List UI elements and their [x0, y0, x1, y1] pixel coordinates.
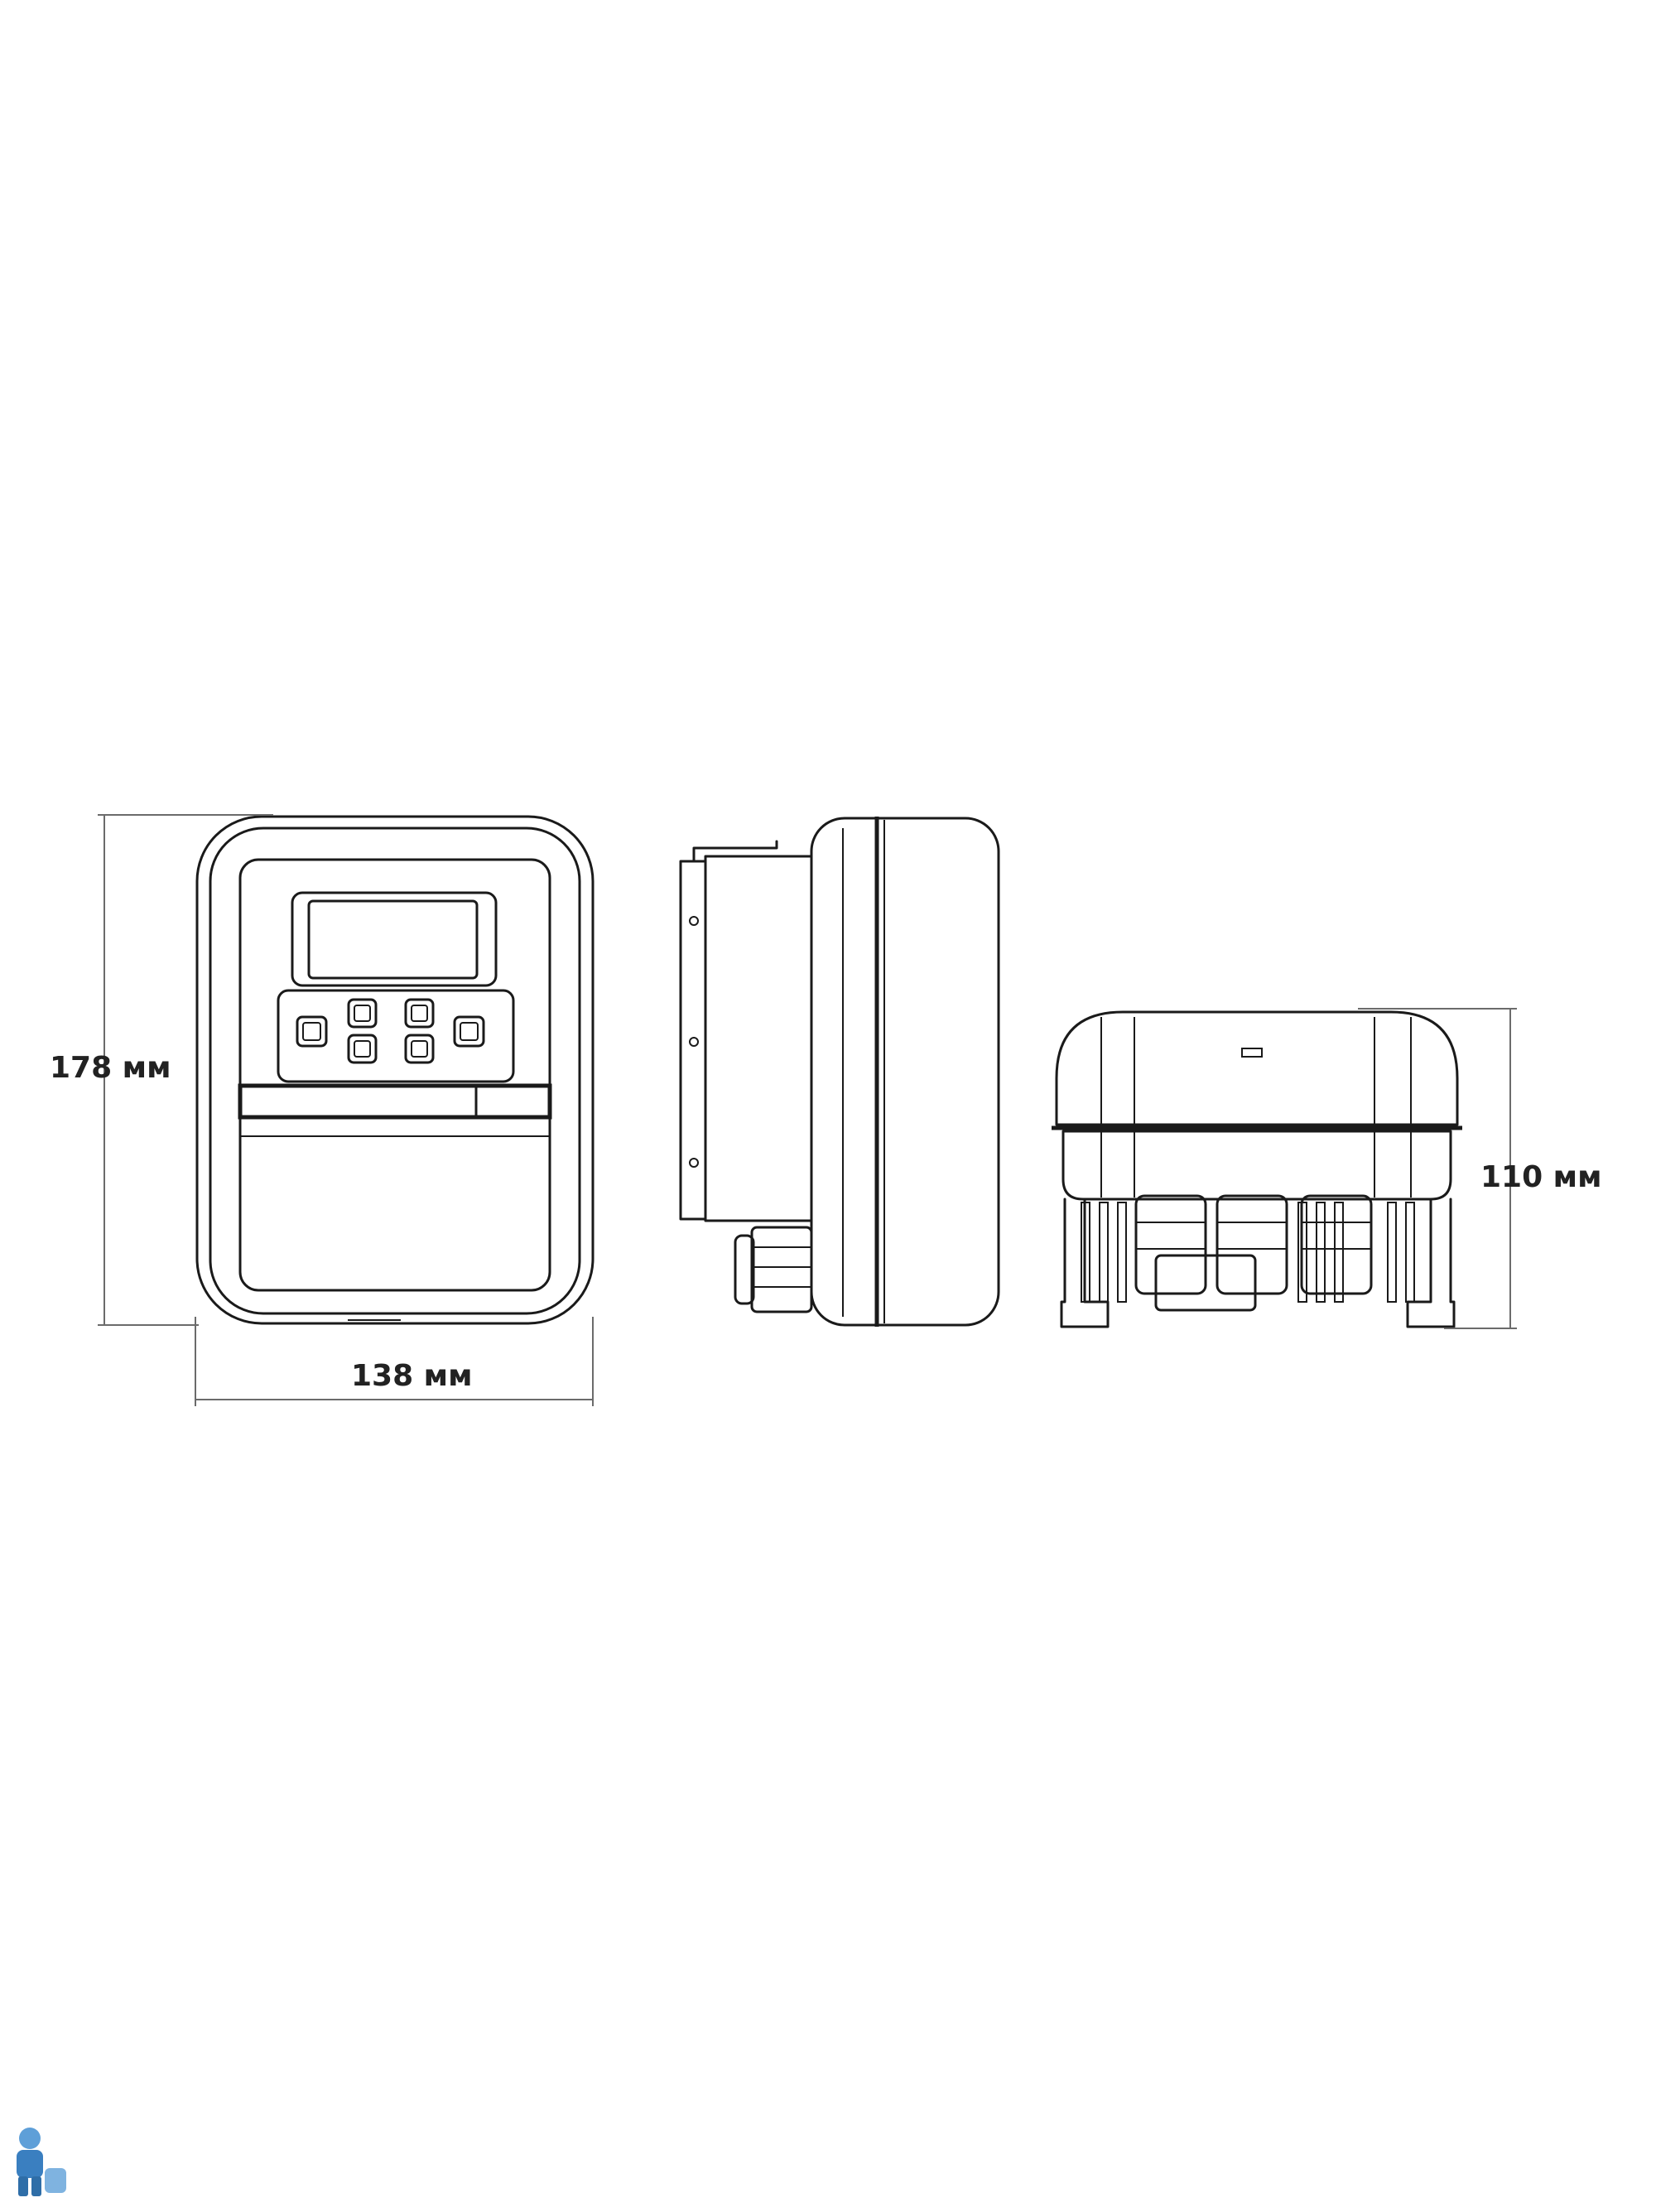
dimension-width [195, 1317, 594, 1406]
mount-foot-right [1406, 1198, 1456, 1328]
mount-foot-left [1060, 1198, 1110, 1328]
bottom-top-tab [1241, 1048, 1263, 1058]
cooling-fins [1081, 1202, 1415, 1303]
fin-3 [1117, 1202, 1127, 1303]
mount-hole-2 [689, 1037, 699, 1047]
fin-6 [1334, 1202, 1344, 1303]
connector-glands [1134, 1194, 1373, 1295]
front-inner-bezel [209, 826, 581, 1315]
cable-gland [734, 1226, 813, 1313]
fan-housing [1154, 1254, 1257, 1312]
button-top-1-inner [354, 1005, 371, 1022]
keypad-area [277, 989, 515, 1083]
display-screen [307, 899, 479, 980]
plumber-mascot-icon [17, 2128, 66, 2196]
mount-hole-1 [689, 916, 699, 926]
connector-gland-2 [1216, 1194, 1288, 1295]
front-view [195, 815, 595, 1325]
bracket-top-tab [692, 840, 778, 863]
dimension-depth-label: 110 мм [1480, 1160, 1602, 1194]
button-bottom-1-inner [354, 1040, 371, 1058]
side-main-body [810, 817, 1000, 1327]
fin-5 [1316, 1202, 1326, 1303]
side-rear-body [704, 855, 813, 1222]
display-frame [291, 891, 498, 987]
fin-7 [1387, 1202, 1397, 1303]
button-right-inner [460, 1022, 479, 1041]
dimension-depth [1358, 1008, 1517, 1329]
front-band [238, 1083, 552, 1120]
button-bottom-1 [347, 1034, 378, 1064]
cable-gland-body [750, 1226, 813, 1313]
button-bottom-2 [404, 1034, 435, 1064]
front-panel [238, 858, 551, 1292]
button-right [453, 1015, 485, 1048]
connector-gland-3 [1300, 1194, 1373, 1295]
button-top-1 [347, 998, 378, 1029]
keypad-buttons [296, 998, 485, 1064]
dimension-width-label: 138 мм [351, 1359, 473, 1393]
dimension-height [98, 814, 273, 1326]
mount-hole-3 [689, 1158, 699, 1168]
button-top-2-inner [411, 1005, 428, 1022]
button-bottom-2-inner [411, 1040, 428, 1058]
button-left-inner [302, 1022, 321, 1041]
bottom-base-body [1061, 1130, 1452, 1201]
connector-gland-1 [1134, 1194, 1207, 1295]
wall-bracket [679, 860, 707, 1221]
fin-2 [1099, 1202, 1109, 1303]
bottom-dome-cover [1055, 1010, 1459, 1126]
cable-gland-nut [734, 1234, 755, 1305]
button-top-2 [404, 998, 435, 1029]
bottom-view [1052, 1010, 1462, 1328]
side-view [679, 817, 1000, 1327]
button-left [296, 1015, 328, 1048]
dimension-height-label: 178 мм [50, 1051, 171, 1085]
fin-8 [1405, 1202, 1415, 1303]
